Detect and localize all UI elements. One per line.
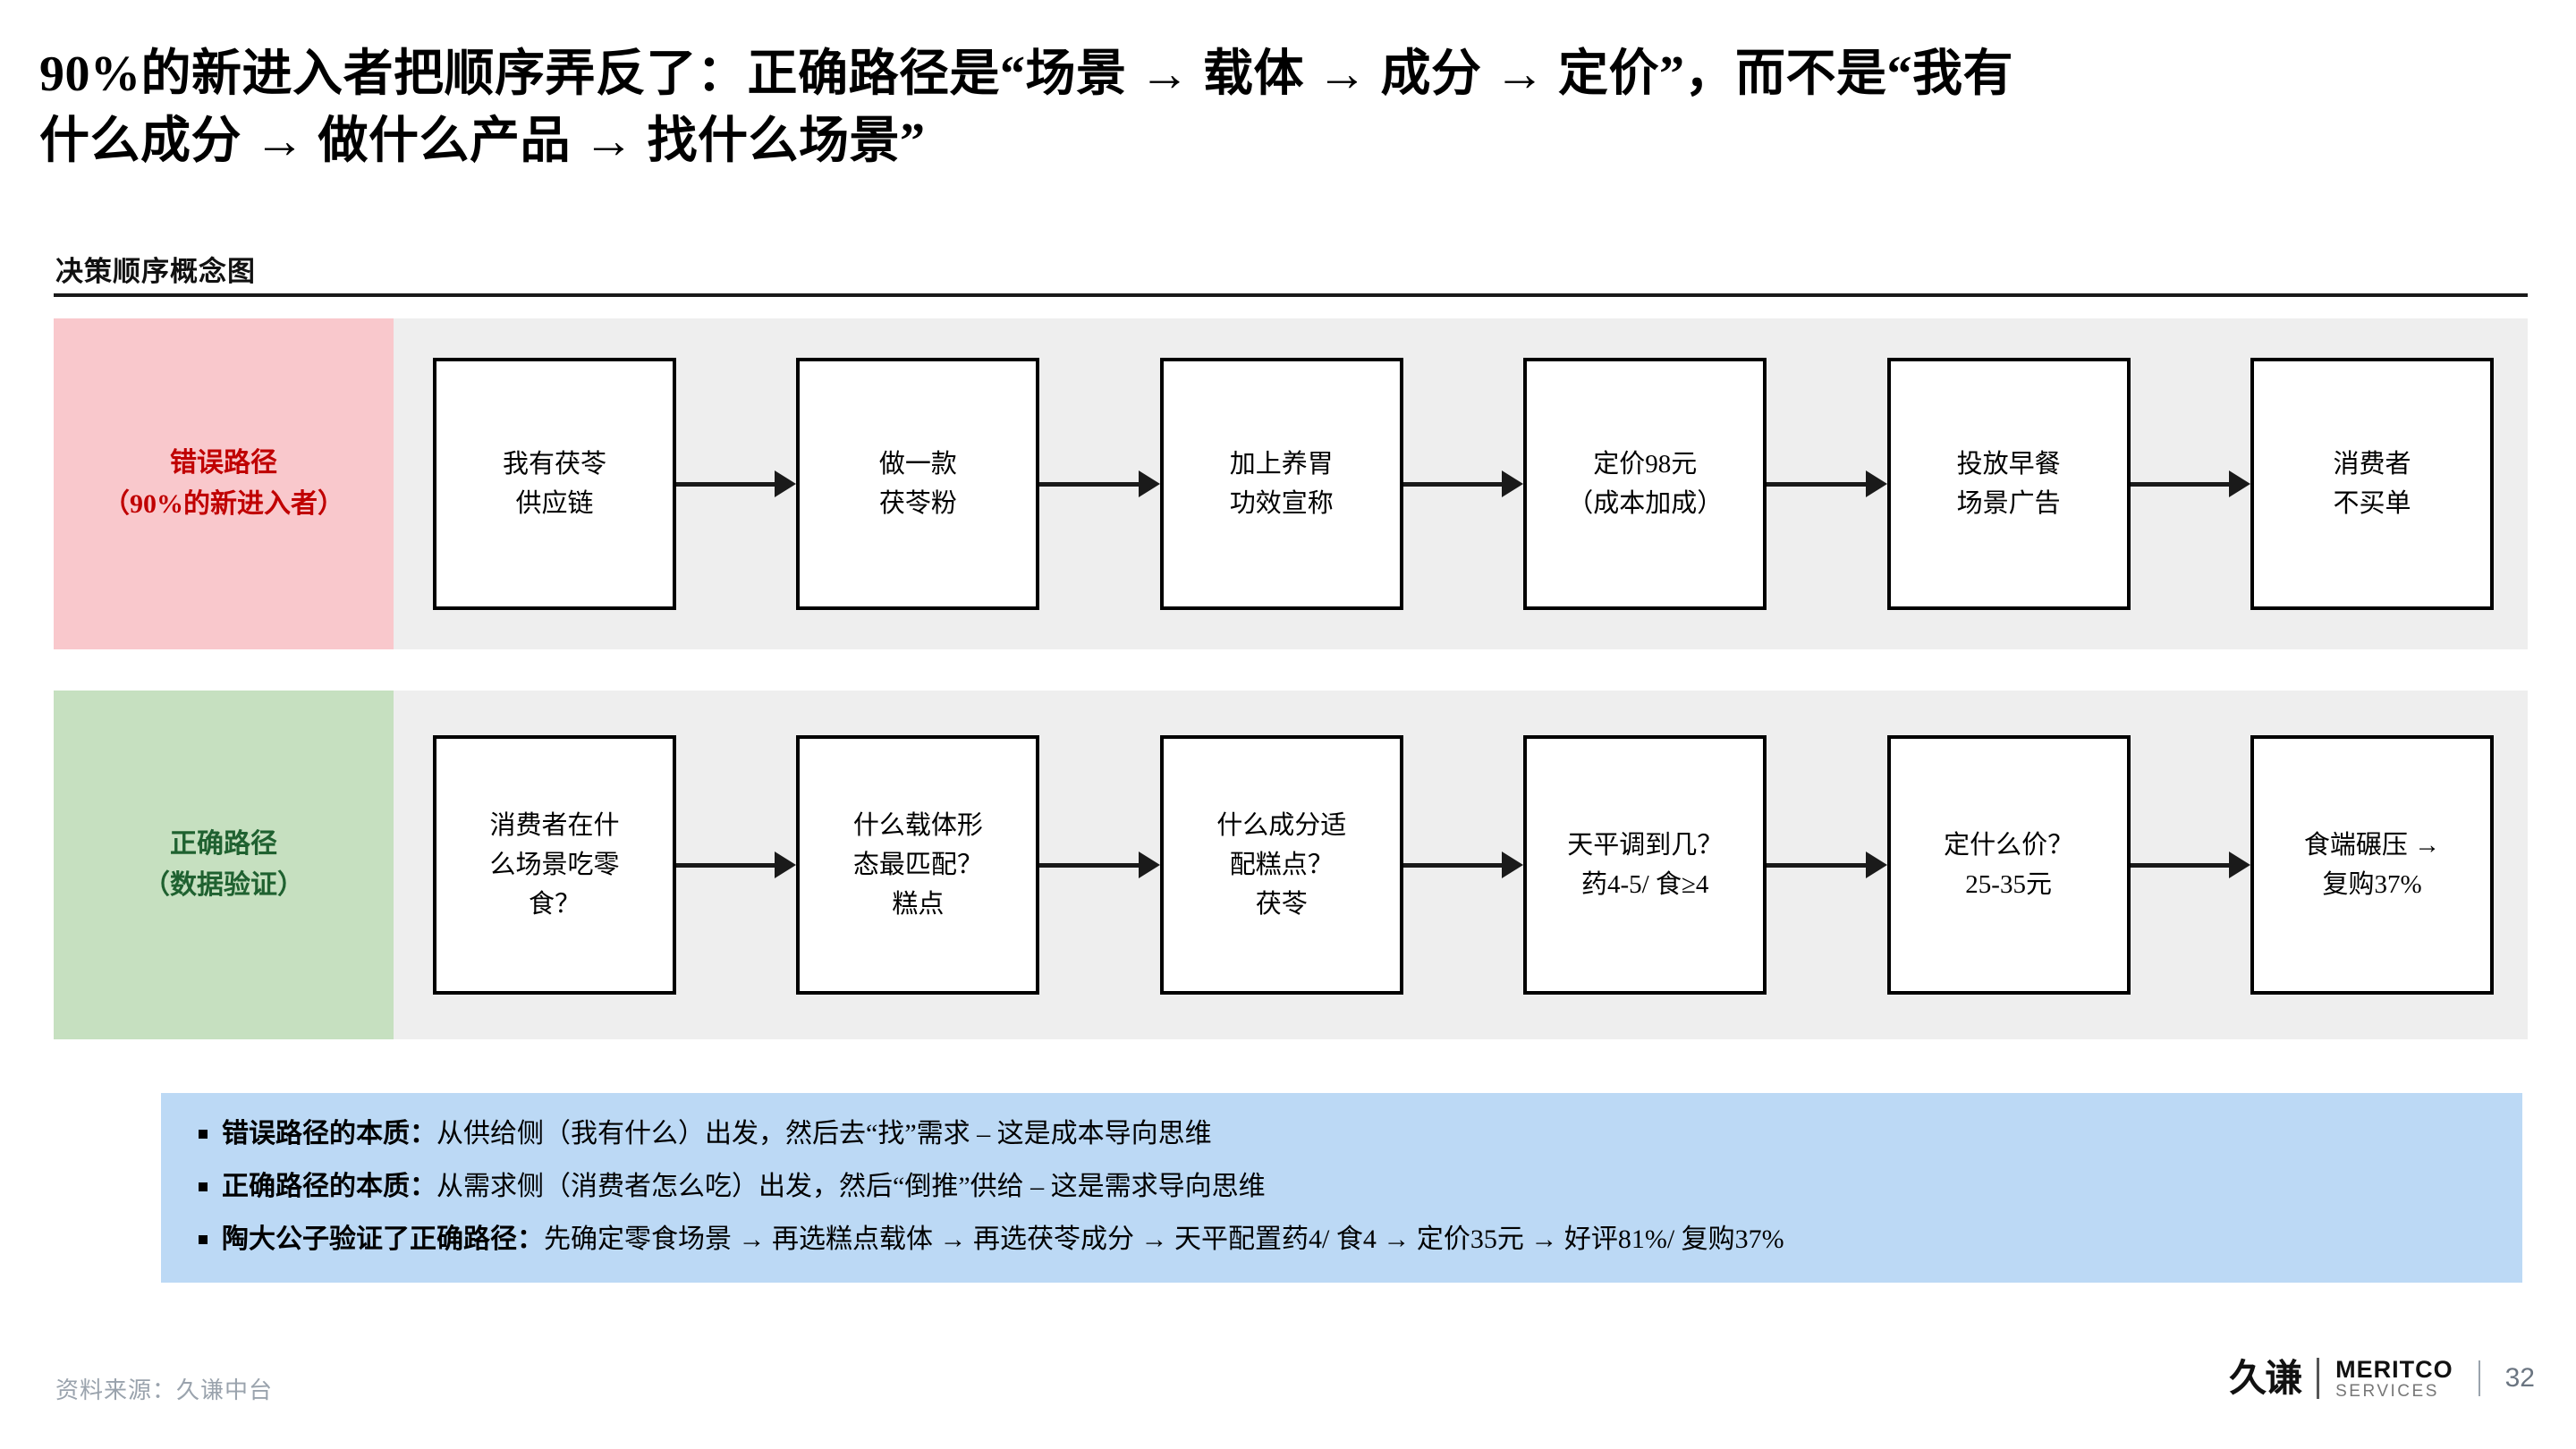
node-line-2: 场景广告 [1956, 489, 2061, 518]
brand-logo-en: MERITCO SERVICES [2335, 1356, 2453, 1401]
node-line-2: 药4-5/ 食≥4 [1581, 870, 1709, 899]
node-line-1: 消费者 [2333, 449, 2411, 479]
bullet-square-icon [199, 1130, 208, 1139]
flow-node[interactable]: 食端碾压 → 复购37% [2250, 735, 2495, 995]
node-line-1: 我有茯苓 [502, 449, 606, 479]
node-line-1: 投放早餐 [1956, 449, 2061, 479]
flow-node[interactable]: 做一款 茯苓粉 [796, 358, 1040, 610]
flow-arrow-icon [1767, 852, 1887, 878]
band-tag-correct-path: 正确路径 （数据验证） [54, 691, 394, 1039]
list-item-label: 陶大公子验证了正确路径： [222, 1224, 544, 1254]
node-line-2: （成本加成） [1567, 489, 1724, 518]
node-line-3: 茯苓 [1255, 890, 1308, 919]
node-line-2: 么场景吃零 [489, 850, 620, 879]
flow-node[interactable]: 加上养胃 功效宣称 [1159, 358, 1403, 610]
section-label: 决策顺序概念图 [55, 256, 256, 287]
flow-node[interactable]: 消费者在什 么场景吃零 食？ [433, 735, 676, 995]
node-line-2: 25-35元 [1965, 870, 2052, 899]
summary-list: 错误路径的本质：从供给侧（我有什么）出发，然后去“找”需求 – 这是成本导向思维… [191, 1116, 2492, 1258]
source-note: 资料来源：久谦中台 [55, 1377, 274, 1403]
band-tag-wrong-path: 错误路径 （90%的新进入者） [54, 318, 394, 649]
node-line-1: 什么成分适 [1216, 810, 1347, 840]
list-item: 陶大公子验证了正确路径：先确定零食场景 → 再选糕点载体 → 再选茯苓成分 → … [191, 1222, 2492, 1258]
flow-node[interactable]: 天平调到几？ 药4-5/ 食≥4 [1523, 735, 1767, 995]
flow-band-wrong-path: 错误路径 （90%的新进入者） 我有茯苓 供应链 做一款 茯苓粉 加上养胃 [54, 318, 2528, 649]
page-number-separator [2478, 1360, 2480, 1397]
list-item-label: 错误路径的本质： [222, 1119, 436, 1148]
node-line-1: 定价98元 [1593, 449, 1698, 479]
flow-steps-wrong-path: 我有茯苓 供应链 做一款 茯苓粉 加上养胃 功效宣称 [394, 318, 2528, 649]
node-line-1: 天平调到几？ [1567, 830, 1724, 860]
brand-logo-divider [2317, 1358, 2320, 1400]
list-item-text: 先确定零食场景 → 再选糕点载体 → 再选茯苓成分 → 天平配置药4/ 食4 →… [544, 1224, 1784, 1254]
node-line-3: 食？ [528, 890, 580, 919]
list-item-text: 从供给侧（我有什么）出发，然后去“找”需求 – 这是成本导向思维 [436, 1119, 1212, 1148]
list-item: 正确路径的本质：从需求侧（消费者怎么吃）出发，然后“倒推”供给 – 这是需求导向… [191, 1169, 2492, 1205]
flow-arrow-icon [2130, 852, 2251, 878]
brand-logo: 久谦 MERITCO SERVICES 32 [2229, 1356, 2535, 1401]
flow-arrow-icon [1402, 852, 1524, 878]
flow-steps-correct-path: 消费者在什 么场景吃零 食？ 什么载体形 态最匹配？ 糕点 什么成分适 配糕点？ [394, 691, 2528, 1039]
page-title: 90%的新进入者把顺序弄反了：正确路径是“场景 → 载体 → 成分 → 定价”，… [39, 41, 2490, 175]
flow-node[interactable]: 定什么价？ 25-35元 [1886, 735, 2131, 995]
flow-arrow-icon [1402, 470, 1524, 497]
list-item-label: 正确路径的本质： [222, 1171, 436, 1201]
band-tag-wrong-line-1: 错误路径 [170, 447, 277, 478]
flow-node[interactable]: 什么成分适 配糕点？ 茯苓 [1159, 735, 1403, 995]
node-line-2: 复购37% [2322, 870, 2422, 899]
page-number: 32 [2504, 1363, 2535, 1394]
node-line-3: 糕点 [892, 890, 945, 919]
node-line-1: 做一款 [878, 449, 957, 479]
flow-arrow-icon [676, 852, 797, 878]
page-title-line-2: 什么成分 → 做什么产品 → 找什么场景” [39, 114, 926, 170]
node-line-1: 什么载体形 [852, 810, 983, 840]
brand-logo-en-secondary: SERVICES [2335, 1381, 2439, 1401]
node-line-2: 态最匹配？ [852, 850, 983, 879]
flow-node[interactable]: 我有茯苓 供应链 [433, 358, 676, 610]
list-item-text: 从需求侧（消费者怎么吃）出发，然后“倒推”供给 – 这是需求导向思维 [436, 1171, 1266, 1201]
node-line-1: 食端碾压 → [2303, 830, 2441, 860]
flow-node[interactable]: 消费者 不买单 [2250, 358, 2495, 610]
band-tag-correct-line-2: （数据验证） [143, 870, 304, 900]
bullet-square-icon [199, 1234, 208, 1244]
node-line-2: 茯苓粉 [878, 489, 957, 518]
flow-arrow-icon [2130, 470, 2251, 497]
node-line-1: 消费者在什 [489, 810, 620, 840]
list-item: 错误路径的本质：从供给侧（我有什么）出发，然后去“找”需求 – 这是成本导向思维 [191, 1116, 2492, 1152]
flow-arrow-icon [676, 470, 797, 497]
page-title-line-1: 90%的新进入者把顺序弄反了：正确路径是“场景 → 载体 → 成分 → 定价”，… [39, 47, 2013, 102]
flow-arrow-icon [1767, 470, 1887, 497]
node-line-2: 供应链 [515, 489, 594, 518]
flow-band-correct-path: 正确路径 （数据验证） 消费者在什 么场景吃零 食？ 什么载体形 态最匹配？ 糕… [54, 691, 2528, 1039]
node-line-1: 加上养胃 [1229, 449, 1334, 479]
band-tag-correct-line-1: 正确路径 [170, 828, 277, 859]
flow-arrow-icon [1039, 852, 1160, 878]
node-line-2: 不买单 [2333, 489, 2411, 518]
node-line-1: 定什么价？ [1944, 830, 2074, 860]
section-divider [54, 293, 2528, 297]
node-line-2: 功效宣称 [1229, 489, 1334, 518]
flow-node[interactable]: 投放早餐 场景广告 [1886, 358, 2131, 610]
flow-node[interactable]: 什么载体形 态最匹配？ 糕点 [796, 735, 1040, 995]
brand-logo-cn: 久谦 [2229, 1356, 2302, 1401]
summary-callout: 错误路径的本质：从供给侧（我有什么）出发，然后去“找”需求 – 这是成本导向思维… [161, 1093, 2522, 1283]
brand-logo-en-primary: MERITCO [2335, 1356, 2453, 1383]
flow-node[interactable]: 定价98元 （成本加成） [1523, 358, 1767, 610]
flow-arrow-icon [1039, 470, 1160, 497]
node-line-2: 配糕点？ [1229, 850, 1334, 879]
band-tag-wrong-line-2: （90%的新进入者） [103, 489, 344, 519]
bullet-square-icon [199, 1182, 208, 1191]
